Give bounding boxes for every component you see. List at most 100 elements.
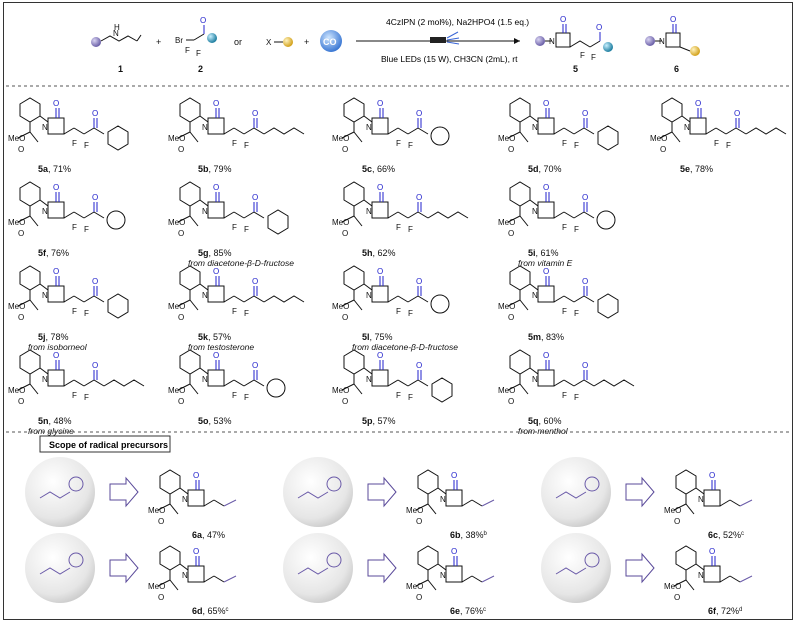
atom-label: MeO [8,386,25,395]
atom-label: F [408,225,413,234]
atom-label: F [562,391,567,400]
product-yield: , 57% [208,332,231,342]
product-id: 5g [198,248,209,258]
atom-label: N [202,291,208,300]
atom-label: MeO [8,218,25,227]
product-source: from vitamin E [518,258,573,268]
product-caption: 5f, 76% [38,248,69,258]
section-title-box [39,435,171,453]
radical-caption: 6b, 38%b [450,530,488,540]
beta-lactam-core [177,181,245,227]
atom-label: O [193,471,199,480]
precursor-structure [39,491,71,499]
product-yield: , 53% [209,416,232,426]
atom-label: N [659,37,665,46]
atom-label: F [84,141,89,150]
atom-label: O [158,517,164,526]
atom-label: N [182,571,188,580]
atom-label: MeO [650,134,667,143]
purple-sphere-icon [645,36,655,46]
product-id: 5q [528,416,539,426]
atom-label: N [182,495,188,504]
substituent-group [267,209,289,235]
substituent-group [107,125,129,151]
atom-label: N [684,123,690,132]
or-label: or [234,37,242,47]
product-yield: , 71% [48,164,71,174]
atom-label: F [574,309,579,318]
atom-label: O [252,361,258,370]
product-source: from testosterone [188,342,254,352]
atom-label: F [72,223,77,232]
atom-label: F [396,223,401,232]
atom-label: F [574,393,579,402]
atom-label: F [726,141,731,150]
atom-label: F [580,51,585,60]
plus-sign: + [304,37,309,47]
precursor-structure [39,567,71,575]
atom-label: F [244,393,249,402]
compound-number: 6 [674,64,679,74]
atom-label: MeO [168,302,185,311]
atom-label: F [232,223,237,232]
product-yield: , 48% [49,416,72,426]
substituent-group [103,379,145,387]
atom-label: O [543,351,549,360]
beta-lactam-core [507,265,575,311]
atom-label: O [252,109,258,118]
product-yield: , 75% [370,332,393,342]
atom-label: N [532,123,538,132]
beta-lactam-core [17,349,85,395]
substituent-group [266,378,286,398]
atom-label: O [252,193,258,202]
atom-label: F [562,307,567,316]
product-id: 5i [528,248,536,258]
product-id: 5e [680,164,690,174]
atom-label: O [342,145,348,154]
substituent-group [106,210,126,230]
atom-label: F [562,223,567,232]
product-caption: 5p, 57% [362,416,396,426]
atom-label: N [549,37,555,46]
purple-sphere-icon [91,37,101,47]
product-source: from diacetone-β-D-fructose [352,342,458,352]
substituent-group [263,127,305,135]
atom-label: O [377,99,383,108]
precursor-structure [555,567,587,575]
atom-label: F [574,225,579,234]
product-yield: , 70% [539,164,562,174]
beta-lactam-core [341,97,409,143]
atom-label: O [18,397,24,406]
product-id: 5m [528,332,541,342]
product-yield: , 85% [209,248,232,258]
beta-lactam-core [17,181,85,227]
atom-label: O [416,193,422,202]
atom-label: O [18,313,24,322]
atom-label: O [582,193,588,202]
atom-label: O [709,471,715,480]
radical-caption: 6c, 52%c [708,530,744,540]
beta-lactam-core [17,265,85,311]
atom-label: O [342,313,348,322]
atom-label: MeO [168,218,185,227]
product-caption: 5q, 60% [528,416,562,426]
atom-label: N [42,123,48,132]
atom-label: N [532,375,538,384]
beta-lactam-core [659,97,727,143]
atom-label: O [178,397,184,406]
precursor-structure [555,491,587,499]
beta-lactam-core [341,181,409,227]
atom-label: O [416,361,422,370]
open-arrow-icon [367,552,397,584]
product-caption: 5o, 53% [198,416,232,426]
purple-sphere-icon [535,36,545,46]
product-caption: 5l, 75% [362,332,393,342]
